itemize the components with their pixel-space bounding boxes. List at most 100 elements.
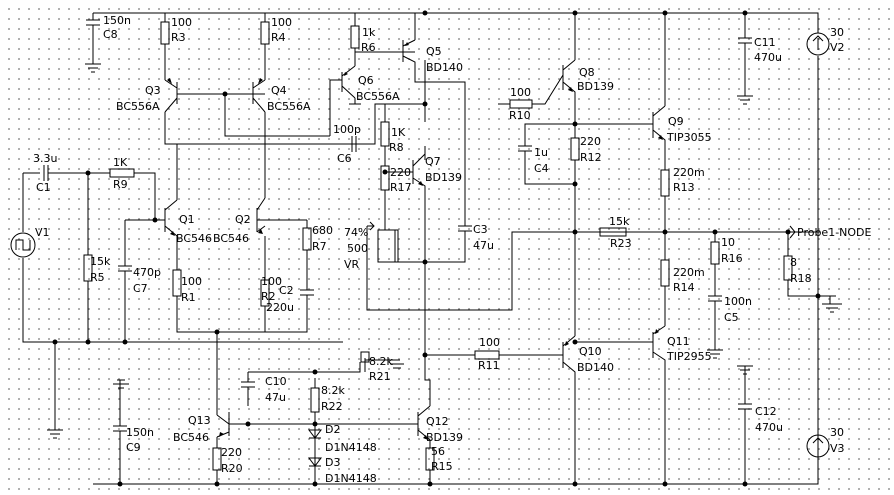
label-r21-value: 8.2k [369,355,393,368]
label-vr-ref: VR [344,258,360,271]
labels: 150n C8 100 R3 100 R4 1k R6 Q5 BD140 C11… [33,14,872,485]
label-r21-ref: R21 [369,370,391,383]
diodes [308,429,322,467]
label-q10-model: BD140 [577,361,614,374]
transistor-arrows [167,42,663,440]
label-c7-value: 470p [133,266,161,279]
label-r22-value: 8.2k [321,384,345,397]
label-r11-value: 100 [479,336,500,349]
label-r2-ref: R2 [261,290,276,303]
sources [10,32,830,458]
label-c2-ref: C2 [279,284,294,297]
label-r14-ref: R14 [673,281,695,294]
label-q9-model: TIP3055 [666,131,712,144]
label-c10-value: 47u [265,391,286,404]
label-c12-value: 470u [755,421,783,434]
label-q4-ref: Q4 [271,84,287,97]
label-r7-value: 680 [312,224,333,237]
label-r8-value: 1K [391,126,406,139]
label-c1-value: 3.3u [33,152,57,165]
label-q13-model: BC546 [173,431,209,444]
label-r15-value: 56 [431,445,445,458]
label-r13-ref: R13 [673,181,695,194]
label-q5-model: BD140 [426,61,463,74]
label-r10-value: 100 [510,86,531,99]
label-r10-ref: R10 [509,109,531,122]
label-r4-value: 100 [271,16,292,29]
label-r16-ref: R16 [721,252,743,265]
label-v2-value: 30 [830,26,844,39]
label-v2-ref: V2 [830,41,845,54]
label-q2-ref: Q2 [235,213,251,226]
label-q3-model: BC556A [116,100,160,113]
label-r5-value: 15k [90,255,111,268]
label-q8-model: BD139 [577,80,614,93]
label-r4-ref: R4 [271,31,286,44]
label-d2-model: D1N4148 [325,441,377,454]
label-r17-value: 220 [390,166,411,179]
label-q12-model: BD139 [426,431,463,444]
label-r18-ref: R18 [790,272,812,285]
label-r13-value: 220m [673,166,705,179]
label-r23-value: 15k [609,215,630,228]
label-d2-ref: D2 [325,423,340,436]
label-q1-model: BC546 [176,232,212,245]
label-r9-ref: R9 [113,178,128,191]
label-c4-value: 1u [534,146,548,159]
label-q9-ref: Q9 [668,115,684,128]
label-q13-ref: Q13 [188,414,211,427]
label-r6-ref: R6 [361,41,376,54]
label-q2-model: BC546 [213,232,249,245]
label-c3-value: 47u [473,239,494,252]
label-c2-value: 220u [266,301,294,314]
label-r7-ref: R7 [312,240,327,253]
label-q6-model: BC556A [356,90,400,103]
label-v3-ref: V3 [830,442,845,455]
label-r17-ref: R17 [390,181,412,194]
label-r12-ref: R12 [580,151,602,164]
label-r3-value: 100 [171,16,192,29]
label-r20-value: 220 [221,446,242,459]
label-q1-ref: Q1 [179,213,195,226]
label-q7-model: BD139 [425,171,462,184]
label-c4-ref: C4 [534,162,549,175]
label-r14-value: 220m [673,266,705,279]
label-q4-model: BC556A [267,100,311,113]
label-r11-ref: R11 [478,359,500,372]
label-c10-ref: C10 [265,375,287,388]
label-r1-ref: R1 [181,291,196,304]
label-q6-ref: Q6 [358,74,374,87]
label-r12-value: 220 [580,135,601,148]
wires [22,12,842,485]
label-r22-ref: R22 [321,400,343,413]
label-vr-percent: 74% [344,226,368,239]
label-r1-value: 100 [181,275,202,288]
label-q7-ref: Q7 [425,155,441,168]
label-c5-ref: C5 [724,311,739,324]
label-c5-value: 100n [724,295,752,308]
label-r18-value: 8 [790,256,797,269]
label-r20-ref: R20 [221,462,243,475]
label-r15-ref: R15 [431,460,453,473]
label-q12-ref: Q12 [426,415,449,428]
label-q5-ref: Q5 [426,45,442,58]
label-q11-ref: Q11 [667,335,690,348]
label-c11-ref: C11 [754,36,776,49]
label-c9-value: 150n [126,426,154,439]
label-r3-ref: R3 [171,31,186,44]
label-q3-ref: Q3 [145,84,161,97]
label-c7-ref: C7 [133,282,148,295]
label-r9-value: 1K [113,156,128,169]
label-c8-value: 150n [103,14,131,27]
label-v1-ref: V1 [35,226,50,239]
label-r8-ref: R8 [389,141,404,154]
label-r5-ref: R5 [90,271,105,284]
label-c8-ref: C8 [103,28,118,41]
label-d3-model: D1N4148 [325,472,377,485]
label-probe: Probe1-NODE [797,226,872,239]
label-q10-ref: Q10 [579,345,602,358]
label-c9-ref: C9 [126,441,141,454]
resistors [83,21,793,471]
